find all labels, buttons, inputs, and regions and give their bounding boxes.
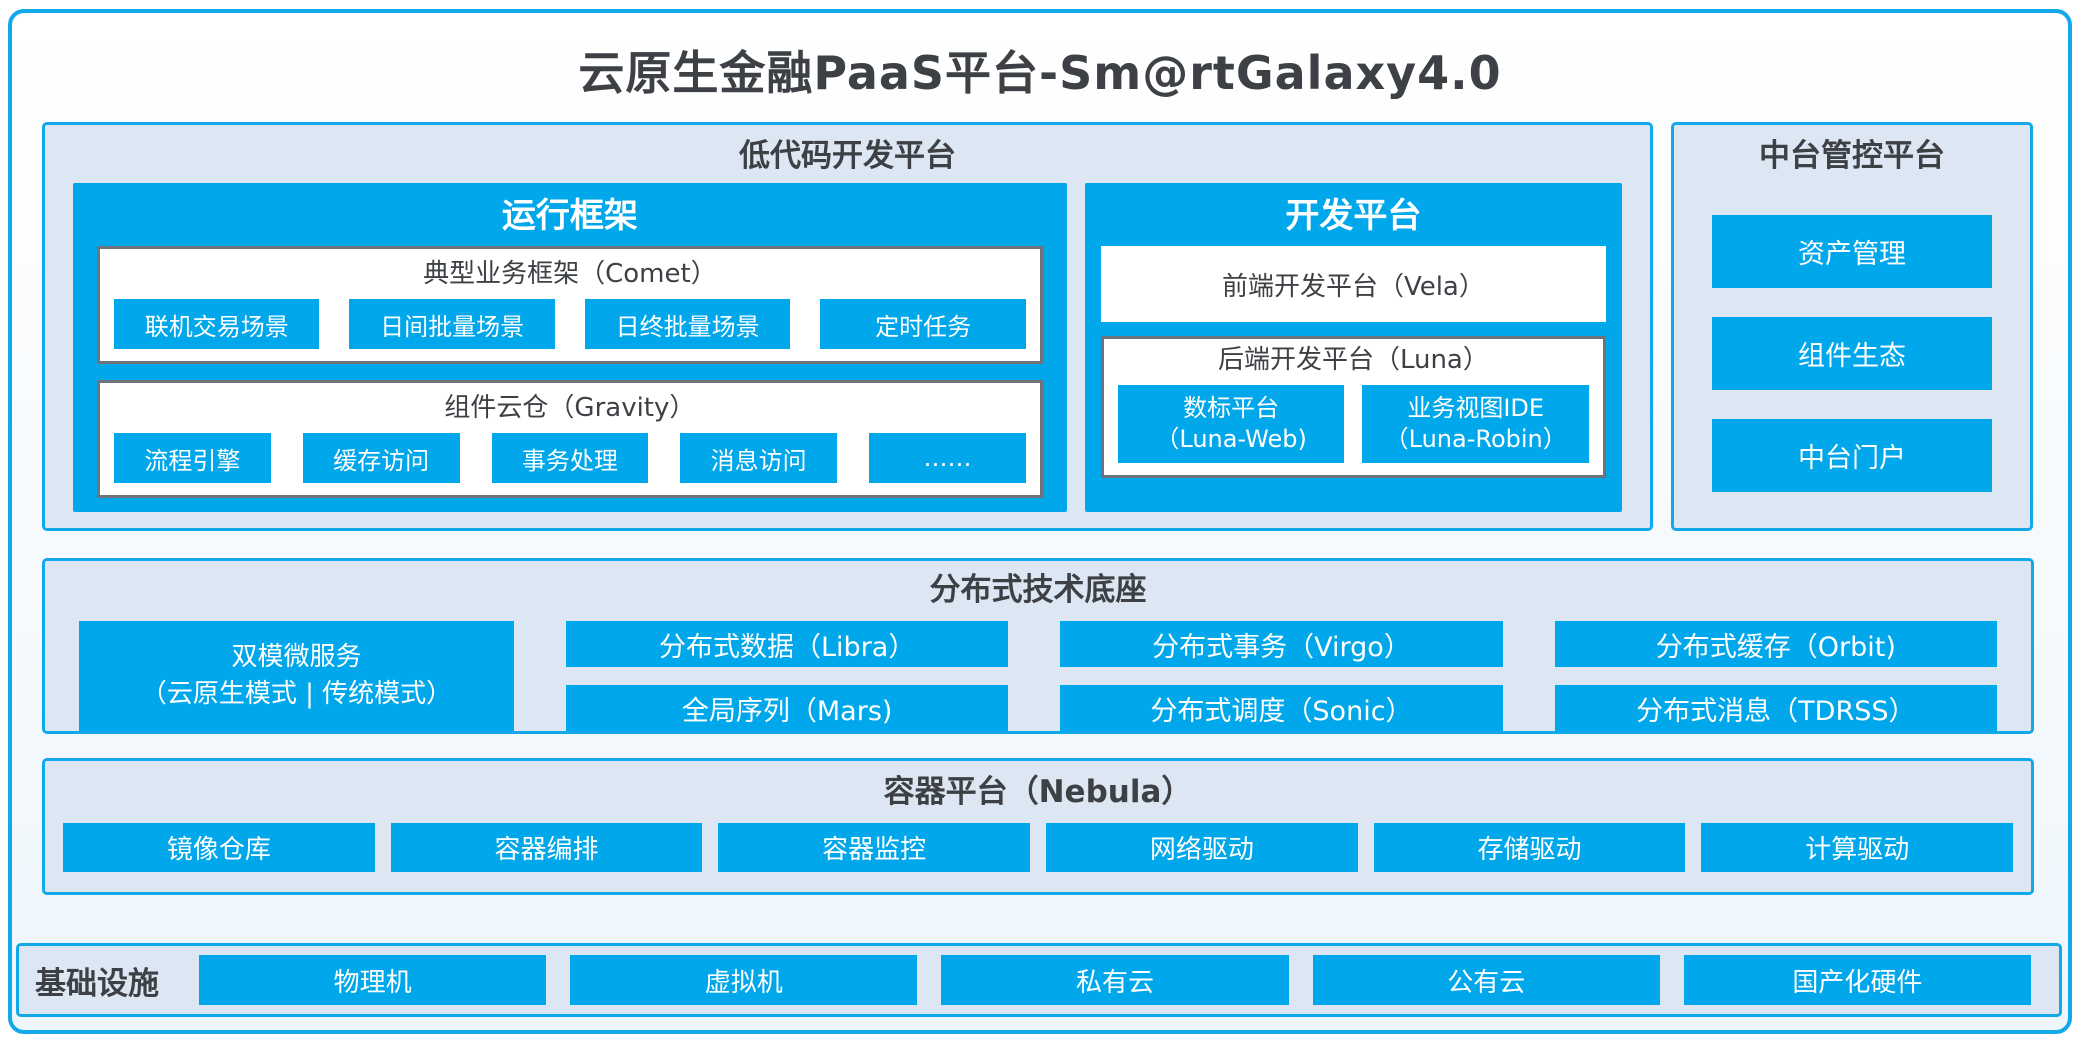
container-items-row: 镜像仓库 容器编排 容器监控 网络驱动 存储驱动 计算驱动: [45, 813, 2031, 872]
container-item: 容器监控: [718, 823, 1031, 872]
luna-robin-line2: （Luna-Robin）: [1384, 425, 1567, 453]
mid-platform-item: 组件生态: [1712, 317, 1992, 390]
luna-backend-title: 后端开发平台（Luna）: [1217, 345, 1489, 375]
luna-web-line1: 数标平台: [1183, 394, 1280, 422]
distributed-column: 分布式事务（Virgo） 分布式调度（Sonic）: [1060, 621, 1503, 731]
container-item: 网络驱动: [1046, 823, 1358, 872]
gravity-items-row: 流程引擎 缓存访问 事务处理 消息访问 ……: [114, 433, 1026, 483]
luna-web-line2: （Luna-Web): [1155, 425, 1307, 453]
vela-frontend-box: 前端开发平台（Vela）: [1100, 246, 1606, 322]
distributed-item-orbit: 分布式缓存（Orbit): [1554, 621, 1997, 667]
infrastructure-item: 国产化硬件: [1683, 955, 2032, 1005]
distributed-column: 分布式数据（Libra） 全局序列（Mars): [566, 621, 1009, 731]
gravity-item: 缓存访问: [302, 433, 460, 483]
luna-web-item: 数标平台 （Luna-Web): [1117, 385, 1345, 463]
mid-platform-title: 中台管控平台: [1759, 138, 1945, 174]
container-platform-title: 容器平台（Nebula）: [883, 774, 1193, 810]
luna-backend-box: 后端开发平台（Luna） 数标平台 （Luna-Web) 业务视图IDE （Lu…: [1100, 336, 1606, 478]
gravity-item-ellipsis: ……: [869, 433, 1026, 483]
lowcode-platform-body: 运行框架 典型业务框架（Comet） 联机交易场景 日间批量场景 日终批量场景 …: [45, 177, 1650, 528]
gravity-item: 事务处理: [491, 433, 649, 483]
comet-framework-box: 典型业务框架（Comet） 联机交易场景 日间批量场景 日终批量场景 定时任务: [97, 246, 1043, 364]
mid-platform-items: 资产管理 组件生态 中台门户: [1674, 177, 2030, 492]
lowcode-platform-panel: 低代码开发平台 运行框架 典型业务框架（Comet） 联机交易场景 日间批量场景…: [42, 122, 1653, 531]
gravity-warehouse-box: 组件云仓（Gravity） 流程引擎 缓存访问 事务处理 消息访问 ……: [97, 380, 1043, 498]
infrastructure-panel: 基础设施 物理机 虚拟机 私有云 公有云 国产化硬件: [16, 943, 2062, 1017]
distributed-base-title: 分布式技术底座: [929, 572, 1147, 608]
gravity-item: 消息访问: [680, 433, 838, 483]
runtime-framework-title: 运行框架: [501, 196, 638, 236]
dev-platform-box: 开发平台 前端开发平台（Vela） 后端开发平台（Luna） 数标平台 （Lun…: [1084, 183, 1622, 512]
mid-platform-item: 资产管理: [1712, 215, 1992, 288]
comet-item: 联机交易场景: [114, 299, 320, 349]
container-item: 容器编排: [390, 823, 703, 872]
distributed-item-libra: 分布式数据（Libra）: [566, 621, 1009, 667]
container-platform-panel: 容器平台（Nebula） 镜像仓库 容器编排 容器监控 网络驱动 存储驱动 计算…: [42, 758, 2034, 895]
gravity-item: 流程引擎: [114, 433, 271, 483]
dual-mode-line2: （云原生模式 | 传统模式）: [140, 679, 453, 709]
distributed-column: 分布式缓存（Orbit) 分布式消息（TDRSS）: [1554, 621, 1997, 731]
dual-mode-microservice-box: 双模微服务 （云原生模式 | 传统模式）: [79, 621, 514, 731]
mid-platform-panel: 中台管控平台 资产管理 组件生态 中台门户: [1671, 122, 2033, 531]
distributed-item-sonic: 分布式调度（Sonic）: [1060, 685, 1503, 731]
comet-item: 定时任务: [820, 299, 1026, 349]
infrastructure-item: 物理机: [199, 955, 547, 1005]
dual-mode-line1: 双模微服务: [231, 642, 362, 672]
diagram-frame: 云原生金融PaaS平台-Sm@rtGalaxy4.0 低代码开发平台 运行框架 …: [8, 9, 2072, 1034]
luna-items-row: 数标平台 （Luna-Web) 业务视图IDE （Luna-Robin）: [1117, 385, 1589, 463]
infrastructure-item: 私有云: [941, 955, 1289, 1005]
infrastructure-title: 基础设施: [35, 965, 159, 1002]
luna-robin-item: 业务视图IDE （Luna-Robin）: [1362, 385, 1589, 463]
distributed-item-mars: 全局序列（Mars): [566, 685, 1009, 731]
comet-item: 日间批量场景: [349, 299, 555, 349]
mid-platform-item: 中台门户: [1712, 419, 1992, 492]
container-item: 计算驱动: [1701, 823, 2014, 872]
diagram-title: 云原生金融PaaS平台-Sm@rtGalaxy4.0: [578, 46, 1502, 100]
infrastructure-item: 公有云: [1312, 955, 1660, 1005]
distributed-item-virgo: 分布式事务（Virgo）: [1060, 621, 1503, 667]
dev-platform-title: 开发平台: [1285, 196, 1422, 236]
comet-item: 日终批量场景: [584, 299, 791, 349]
distributed-grid: 双模微服务 （云原生模式 | 传统模式） 分布式数据（Libra） 全局序列（M…: [45, 611, 2031, 731]
lowcode-platform-title: 低代码开发平台: [739, 138, 956, 174]
infrastructure-item: 虚拟机: [570, 955, 918, 1005]
distributed-base-panel: 分布式技术底座 双模微服务 （云原生模式 | 传统模式） 分布式数据（Libra…: [42, 558, 2034, 734]
container-item: 存储驱动: [1373, 823, 1686, 872]
luna-robin-line1: 业务视图IDE: [1407, 394, 1545, 422]
distributed-item-tdrss: 分布式消息（TDRSS）: [1554, 685, 1997, 731]
gravity-warehouse-title: 组件云仓（Gravity）: [444, 393, 696, 423]
runtime-framework-box: 运行框架 典型业务框架（Comet） 联机交易场景 日间批量场景 日终批量场景 …: [73, 183, 1067, 512]
comet-framework-title: 典型业务框架（Comet）: [423, 259, 717, 289]
container-item: 镜像仓库: [63, 823, 375, 872]
comet-items-row: 联机交易场景 日间批量场景 日终批量场景 定时任务: [114, 299, 1026, 349]
